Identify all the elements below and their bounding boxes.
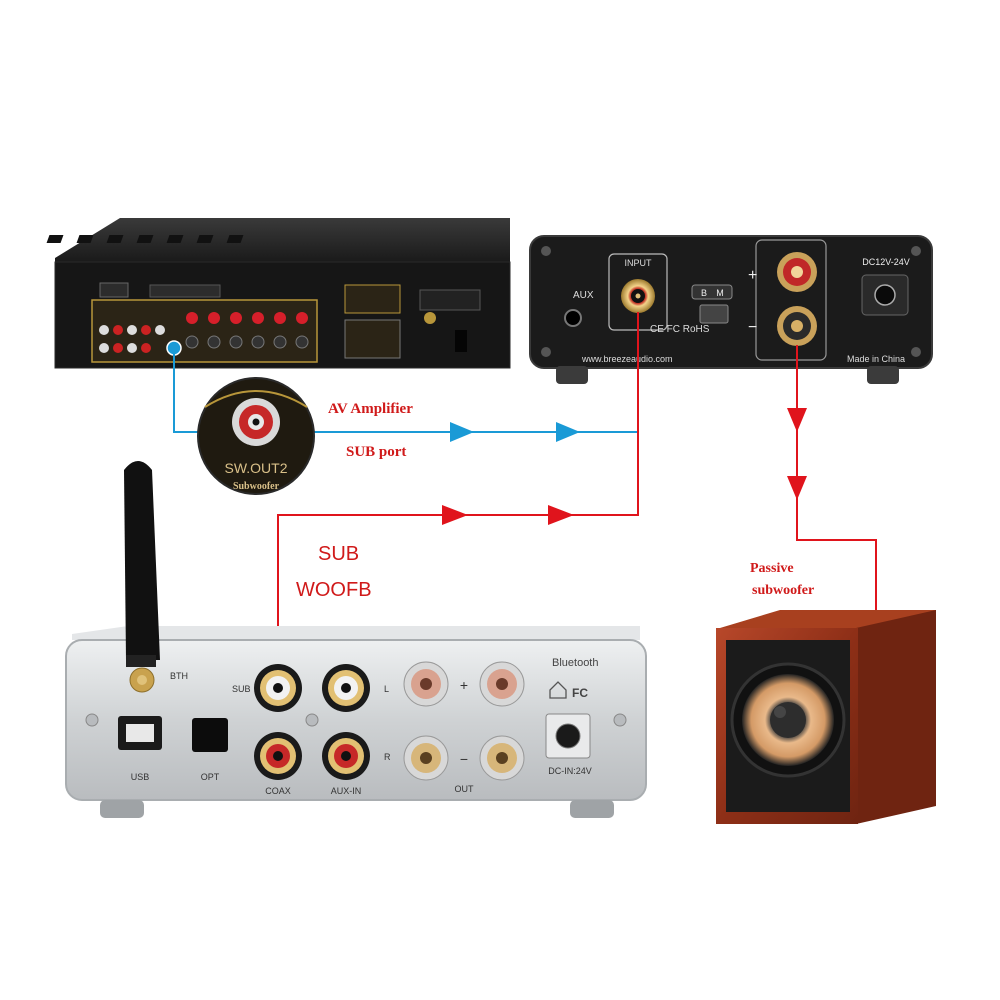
amp-rca-row <box>99 325 182 356</box>
coax-rca-jack-icon <box>254 732 302 780</box>
aux-jack-icon <box>564 309 582 327</box>
dc-jack-icon <box>874 284 896 306</box>
r-label: R <box>384 752 391 762</box>
url-label: www.breezeaudio.com <box>581 354 673 364</box>
blue-signal-path <box>173 348 638 442</box>
woofb-label: WOOFB <box>296 579 372 601</box>
optical-port-icon <box>192 718 228 752</box>
arrow-red-icon <box>442 505 468 525</box>
origin-label: Made in China <box>847 354 905 364</box>
passive-subwoofer <box>716 610 936 824</box>
binding-post-icon <box>777 306 817 346</box>
minus-sign: − <box>748 319 757 336</box>
rca-jack-icon <box>232 398 280 446</box>
dc-in-label: DC-IN:24V <box>548 766 592 776</box>
out-plus-sign: + <box>460 677 468 693</box>
mode-switch[interactable] <box>699 304 729 324</box>
home-icon <box>549 681 567 699</box>
arrow-blue-icon <box>556 422 580 442</box>
bluetooth-label: Bluetooth <box>552 657 598 669</box>
coax-label: COAX <box>265 786 291 796</box>
binding-post-icon <box>403 735 449 781</box>
out-label: OUT <box>455 784 475 794</box>
passive-label: Passive <box>750 561 794 576</box>
l-rca-jack-icon <box>322 664 370 712</box>
callout-jack-sub-label: Subwoofer <box>233 481 280 492</box>
av-amplifier-label: AV Amplifier <box>328 401 413 417</box>
opt-label: OPT <box>201 772 220 782</box>
cert-label: CE FC RoHS <box>650 324 710 335</box>
binding-post-icon <box>479 661 525 707</box>
sw-out-callout: SW.OUT2 Subwoofer <box>197 377 315 495</box>
vent-slots-icon <box>46 235 244 243</box>
amp-speaker-terminals <box>185 312 309 349</box>
antenna-icon <box>124 461 160 693</box>
binding-post-icon <box>403 661 449 707</box>
plus-sign: + <box>748 267 757 284</box>
bth-label: BTH <box>170 671 188 681</box>
input-rca-jack-icon <box>621 279 655 313</box>
switch-m-label: M <box>716 288 724 298</box>
sub-rca-jack-icon <box>254 664 302 712</box>
speaker-signal-path <box>787 345 877 618</box>
aux-in-label: AUX-IN <box>331 786 362 796</box>
binding-post-icon <box>479 735 525 781</box>
silver-amplifier: BTH USB OPT SUB <box>65 461 647 818</box>
silver-cert-label: FC <box>572 686 588 700</box>
arrow-red-icon <box>787 476 807 500</box>
out-minus-sign: − <box>460 751 468 767</box>
l-label: L <box>384 684 389 694</box>
callout-jack-label: SW.OUT2 <box>224 460 287 476</box>
r-rca-jack-icon <box>322 732 370 780</box>
power-label: DC12V-24V <box>862 257 910 267</box>
binding-post-icon <box>777 252 817 292</box>
av-amplifier <box>46 218 511 369</box>
arrow-red-icon <box>548 505 574 525</box>
sub-port-label-device: SUB <box>232 684 251 694</box>
usb-label: USB <box>131 772 150 782</box>
switch-b-label: B <box>701 288 707 298</box>
arrow-blue-icon <box>450 422 474 442</box>
sub-port-label: SUB port <box>346 444 406 460</box>
aux-label: AUX <box>573 290 594 301</box>
arrow-red-icon <box>787 408 807 432</box>
subwoofer-label: subwoofer <box>752 583 814 598</box>
dc-jack-icon <box>555 723 581 749</box>
small-amplifier: AUX INPUT B M CE FC RoHS www.breezeaudio… <box>529 235 933 384</box>
usb-port-icon <box>126 724 154 742</box>
sub-label: SUB <box>318 543 359 565</box>
speaker-cone-icon <box>730 662 846 778</box>
input-label: INPUT <box>625 258 653 268</box>
red-signal-path <box>277 312 639 668</box>
